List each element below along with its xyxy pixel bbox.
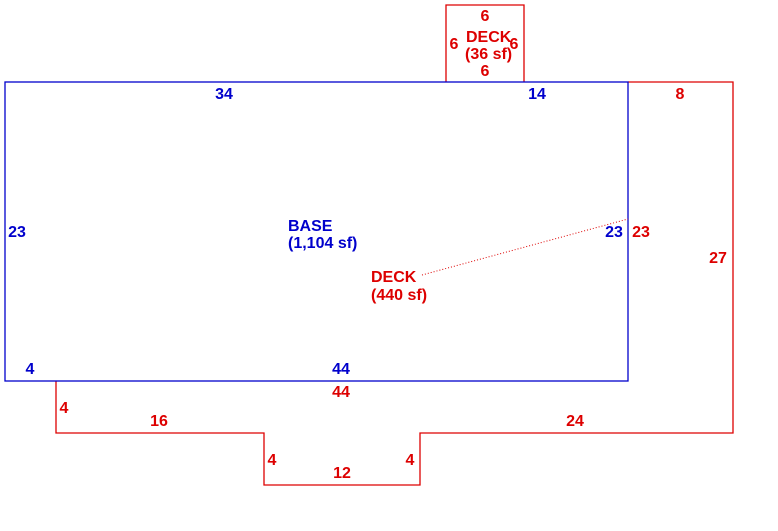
small-deck-area-label: (36 sf): [465, 46, 512, 63]
large-deck-dim-top: 8: [676, 86, 685, 103]
base-dim-right: 23: [605, 224, 623, 241]
large-deck-dim-notch-left: 4: [268, 452, 277, 469]
base-dim-top-right: 14: [528, 86, 546, 103]
small-deck-dim-right: 6: [510, 36, 519, 53]
small-deck-dim-left: 6: [450, 36, 459, 53]
large-deck-dim-bottom-left: 16: [150, 413, 168, 430]
large-deck-dim-left-inner: 23: [632, 224, 650, 241]
large-deck-dim-top-inner: 44: [332, 384, 350, 401]
large-deck-dim-bottom-right: 24: [566, 413, 584, 430]
small-deck-outline: [445, 4, 525, 82]
large-deck-dim-notch-right: 4: [406, 452, 415, 469]
base-dim-bottom: 44: [332, 361, 350, 378]
base-dim-bottom-left: 4: [26, 361, 35, 378]
base-dim-top-left: 34: [215, 86, 233, 103]
large-deck-dim-left-step: 4: [60, 400, 69, 417]
small-deck-dim-top: 6: [481, 8, 490, 25]
base-name-label: BASE: [288, 218, 333, 235]
base-outline: [4, 81, 629, 382]
large-deck-dim-notch-bottom: 12: [333, 465, 351, 482]
deck-leader-line: [421, 218, 629, 276]
large-deck-dim-right: 27: [709, 250, 727, 267]
large-deck-area-label: (440 sf): [371, 287, 427, 304]
small-deck-dim-bottom: 6: [481, 63, 490, 80]
large-deck-name-label: DECK: [371, 269, 417, 286]
base-dim-left: 23: [8, 224, 26, 241]
small-deck-name-label: DECK: [466, 29, 512, 46]
large-deck-outline: [55, 81, 734, 486]
base-area-label: (1,104 sf): [288, 235, 357, 252]
